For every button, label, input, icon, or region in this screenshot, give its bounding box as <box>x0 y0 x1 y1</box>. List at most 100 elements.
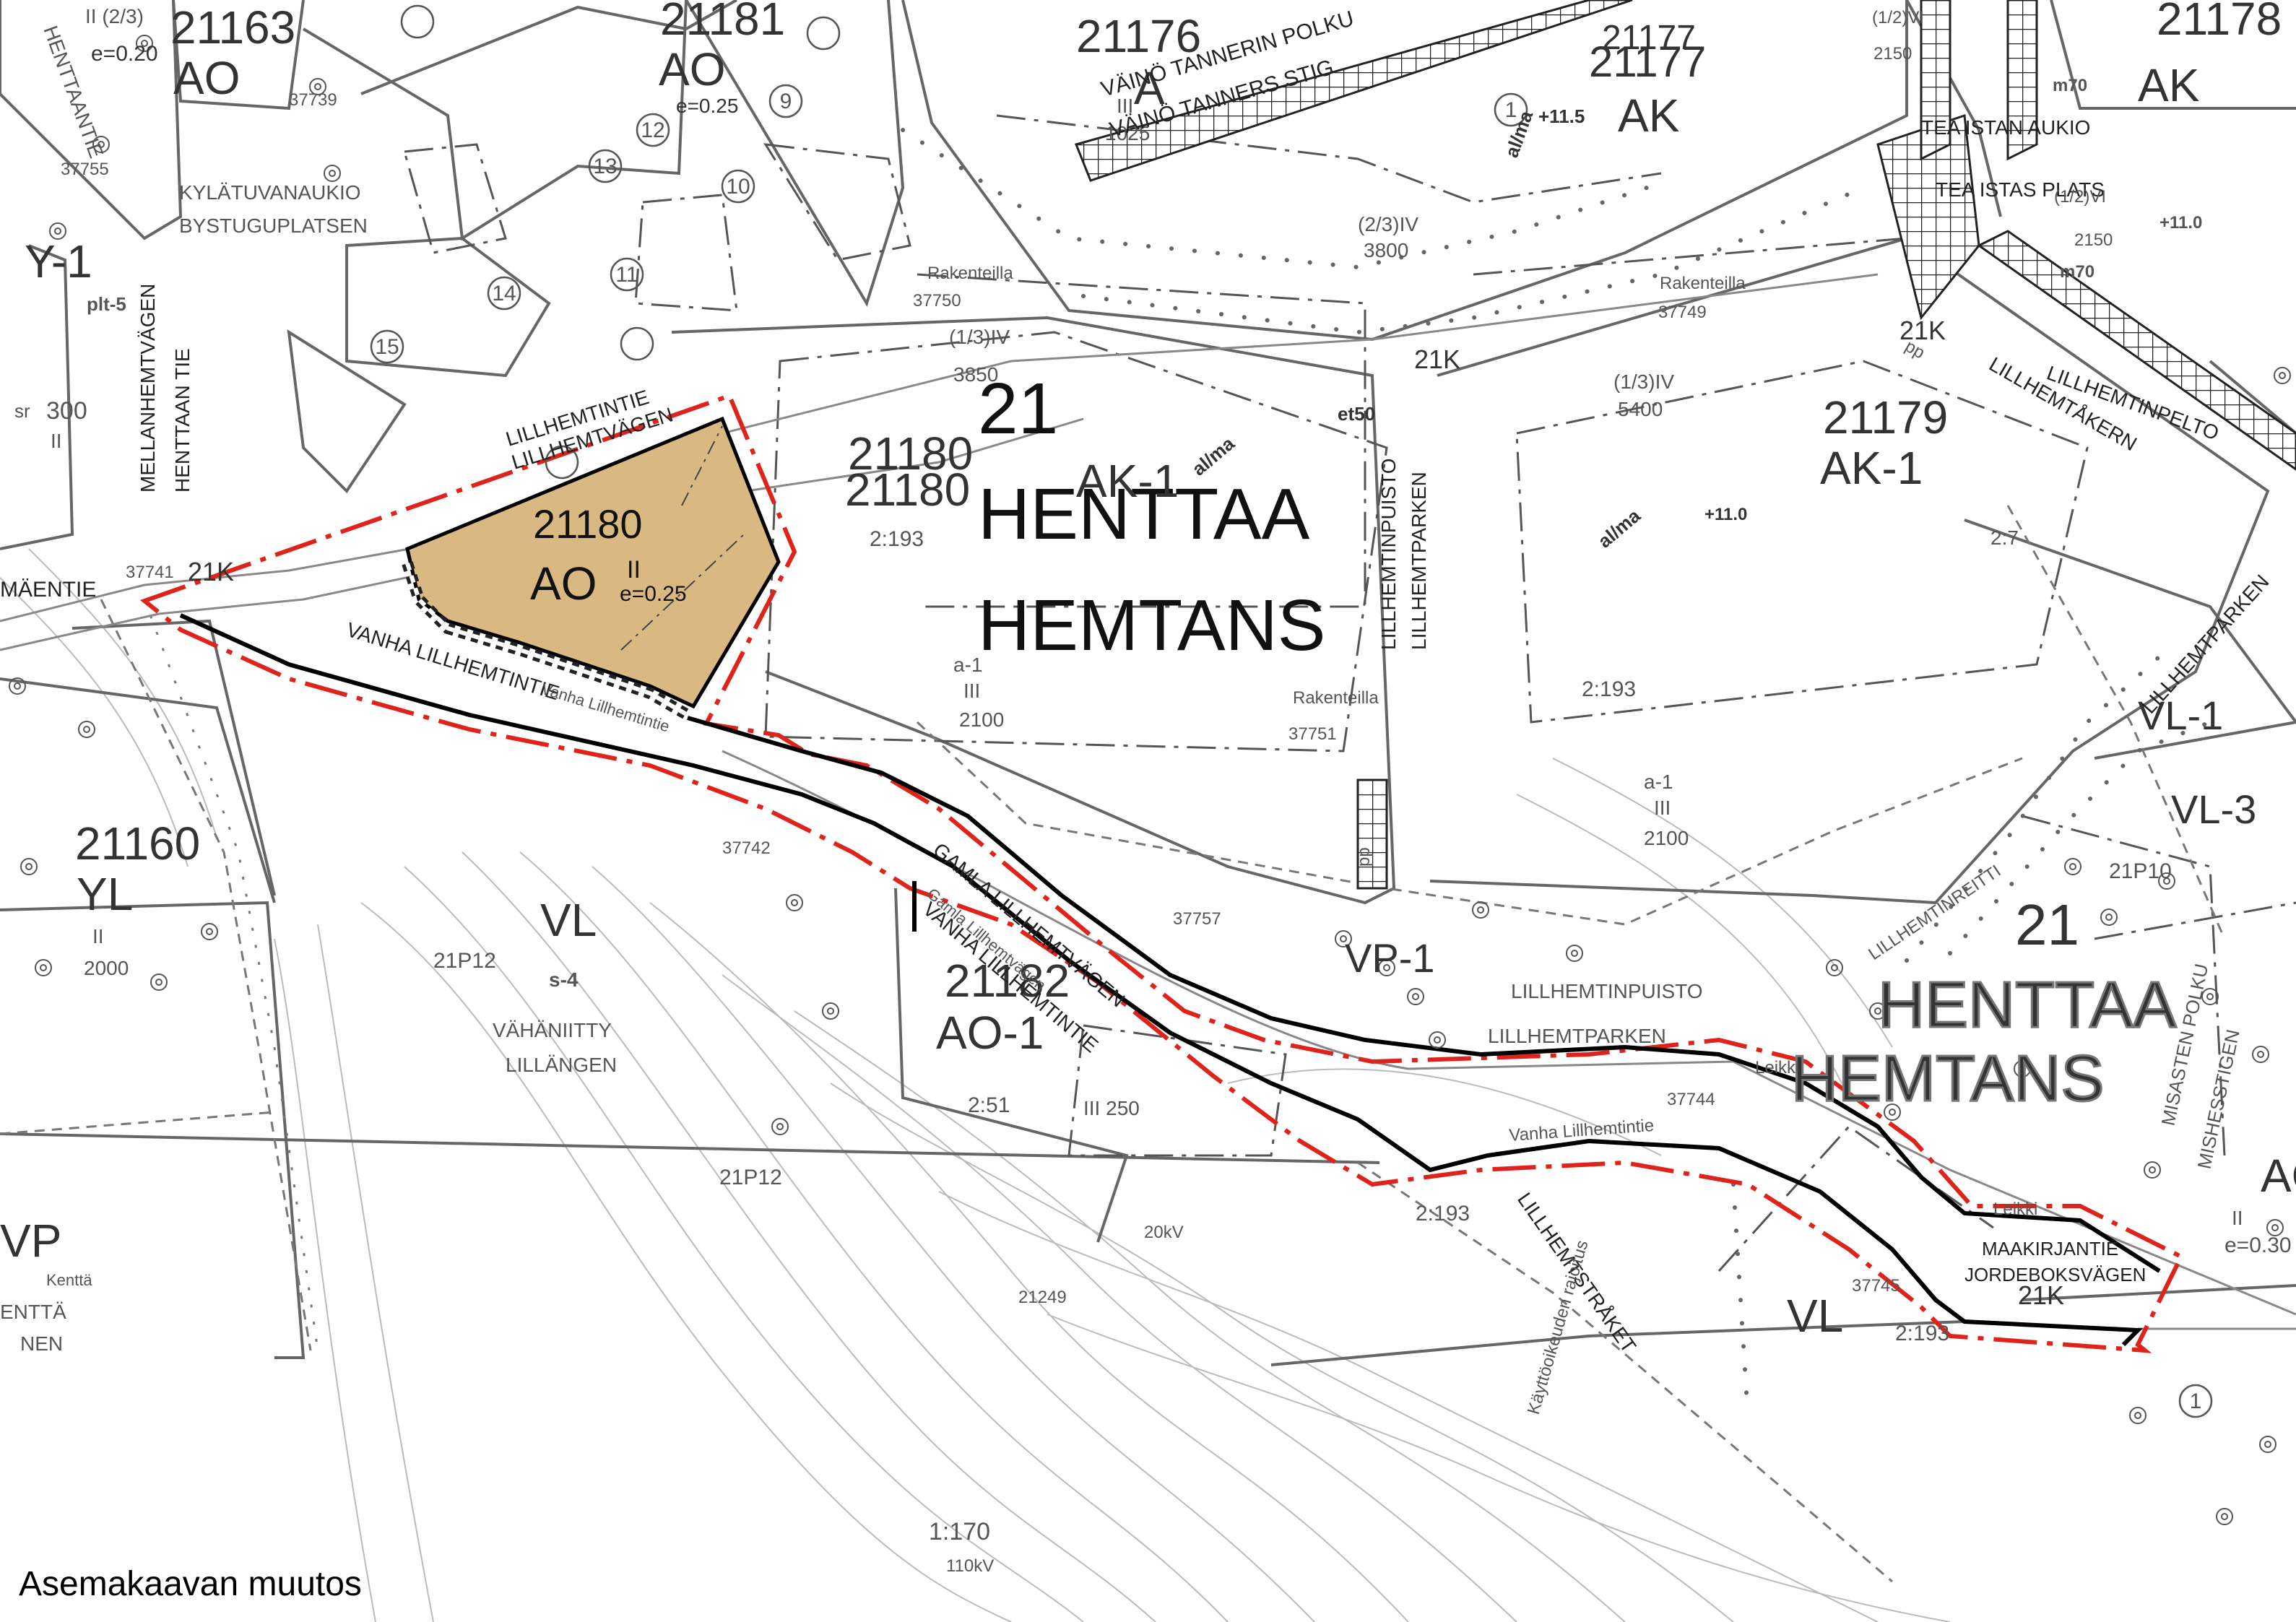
map-label-rakenteilla3: Rakenteilla <box>1293 688 1379 708</box>
map-label-tea-sv: TEA ISTAS PLATS <box>1936 178 2105 201</box>
map-label-k21-4: 21K <box>2018 1280 2064 1310</box>
map-label-b21179-use: AK-1 <box>1820 442 1923 494</box>
svg-text:1: 1 <box>2190 1389 2202 1413</box>
map-label-b21176-use: A <box>1134 62 1165 114</box>
map-label-f2150b: 2150 <box>2074 230 2113 250</box>
map-label-b21163-e: e=0.20 <box>91 42 158 66</box>
map-label-p21249: 21249 <box>1018 1288 1067 1307</box>
map-label-ao-east-fl: II <box>2232 1207 2243 1229</box>
map-label-r37757: 37757 <box>1173 909 1221 929</box>
map-label-b21179-a1: a-1 <box>1644 771 1673 793</box>
map-label-b21179-fl: (1/3)IV <box>1613 370 1674 393</box>
map-label-k21-2: 21K <box>1414 344 1460 374</box>
lot-number-circles <box>370 4 2213 1418</box>
changed-plot-21180 <box>405 416 781 709</box>
map-label-ratio-170: 1:170 <box>929 1518 990 1545</box>
tree-rows <box>901 128 2212 1418</box>
map-label-m70b: m70 <box>2060 262 2094 282</box>
zone-boundaries <box>403 114 2296 1272</box>
changed-plot-block: 21180 <box>533 501 643 547</box>
map-label-b21177-use: AK <box>1618 90 1679 142</box>
map-label-vl-east: VL <box>1787 1290 1843 1342</box>
map-label-henttaantie-sv: MELLANHEMTVÄGEN <box>137 284 159 493</box>
map-label-lillhemtparken: LILLHEMTPARKEN <box>1408 472 1430 650</box>
map-label-vp1-name-sv: LILLHEMTPARKEN <box>1488 1025 1666 1047</box>
map-label-jordeboksvagen: JORDEBOKSVÄGEN <box>1964 1264 2146 1285</box>
map-label-b21179: 21179 <box>1823 391 1948 443</box>
map-label-b21179-area: 5400 <box>1618 398 1663 420</box>
map-label-b21160-fl: II <box>92 925 104 947</box>
map-label-b21180-a1: a-1 <box>953 654 982 676</box>
map-label-et50: et50 <box>1338 403 1375 425</box>
map-label-p10: 21P10 <box>2109 859 2172 883</box>
map-label-b21180-a1-area: 2100 <box>959 708 1004 731</box>
map-label-nen: NEN <box>20 1332 63 1355</box>
svg-text:9: 9 <box>780 90 792 113</box>
map-label-henttaantie-fi: HENTTAAN TIE <box>171 348 194 493</box>
map-label-kylatuva-fi: KYLÄTUVANAUKIO <box>179 181 361 204</box>
map-label-vl-s4: s-4 <box>549 968 579 991</box>
change-area-boundary <box>139 393 2185 1353</box>
map-label-b21160-use: YL <box>77 868 133 920</box>
map-label-ao-east-e: e=0.30 <box>2224 1233 2292 1257</box>
map-label-b21177: 21177 <box>1602 19 1696 57</box>
map-label-r37744: 37744 <box>1667 1090 1715 1109</box>
map-label-rakenteilla1: Rakenteilla <box>927 264 1013 283</box>
changed-plot-floors: II <box>627 556 641 584</box>
map-label-henttaa2: HENTTAA <box>1878 969 2176 1041</box>
map-label-r37741: 37741 <box>126 563 174 582</box>
map-label-vp1: VP-1 <box>1345 935 1435 981</box>
map-label-vl3: VL-3 <box>2171 786 2256 832</box>
svg-text:14: 14 <box>492 282 516 305</box>
map-label-b21179-height: +11.0 <box>1704 505 1747 524</box>
svg-text:10: 10 <box>726 175 750 199</box>
map-label-kv20: 20kV <box>1144 1223 1184 1242</box>
map-label-kentta: Kenttä <box>46 1271 92 1289</box>
map-label-b21181-e: e=0.25 <box>676 95 738 117</box>
map-label-hemtans2: HEMTANS <box>1791 1043 2104 1115</box>
map-label-f2150a: 2150 <box>1873 44 1912 64</box>
map-label-b21180-area: 3850 <box>953 363 998 386</box>
map-label-b21179-a1-fl: III <box>1654 797 1671 819</box>
map-label-r37751: 37751 <box>1288 724 1337 744</box>
map-label-b21181-use: AO <box>659 43 725 95</box>
map-label-b21163: 21163 <box>170 1 295 53</box>
map-label-leikki: Leikki <box>1755 1058 1799 1077</box>
map-label-entta: ENTTÄ <box>0 1301 66 1323</box>
map-label-r37750: 37750 <box>913 291 961 311</box>
map-label-r37742: 37742 <box>722 838 771 858</box>
map-label-vp-west: VP <box>0 1215 61 1267</box>
map-label-b21182: 21182 <box>945 955 1070 1007</box>
map-label-y1: Y-1 <box>25 235 92 287</box>
map-label-k21-1: 21K <box>188 557 234 586</box>
map-label-b21181: 21181 <box>660 0 785 45</box>
road-strip-outline <box>179 613 2161 1347</box>
base-plots <box>0 0 2296 1366</box>
map-label-b21177-height: +11.5 <box>1538 105 1585 127</box>
map-label-p2193-b: 2:193 <box>1416 1202 1470 1226</box>
map-label-plt5: plt-5 <box>87 293 126 315</box>
map-label-ae: MÄENTIE <box>0 578 96 602</box>
district-name-sv: HEMTANS <box>978 585 1326 666</box>
map-label-vl1: VL-1 <box>2138 693 2223 738</box>
map-label-maakirjantie: MAAKIRJANTIE <box>1982 1238 2118 1259</box>
map-label-lillhemtinpuisto-v: LILLHEMTINPUISTO <box>1377 458 1400 650</box>
svg-text:13: 13 <box>593 155 617 178</box>
map-label-kylatuva-sv: BYSTUGUPLATSEN <box>179 214 368 237</box>
map-label-b21179-a1-area: 2100 <box>1644 827 1689 849</box>
district-name-fi: HENTTAA <box>978 474 1310 555</box>
map-label-tea-fi: TEA ISTAN AUKIO <box>1921 116 2090 139</box>
sawtooth-borders <box>0 505 2226 1583</box>
svg-text:12: 12 <box>641 118 664 142</box>
map-label-h11-0: +11.0 <box>2159 213 2202 233</box>
map-label-vl-code: 21P12 <box>433 949 496 973</box>
map-label-b21180-main: 21180 <box>848 428 973 480</box>
map-label-vl-name-sv: LILLÄNGEN <box>506 1054 617 1076</box>
map-label-b21177-fl: (2/3)IV <box>1358 213 1418 235</box>
svg-text:11: 11 <box>615 263 638 287</box>
map-label-b21179-parcel: 2:193 <box>1582 677 1636 701</box>
map-label-vp1-name-fi: LILLHEMTINPUISTO <box>1511 980 1703 1002</box>
map-label-sr: sr <box>14 400 30 422</box>
